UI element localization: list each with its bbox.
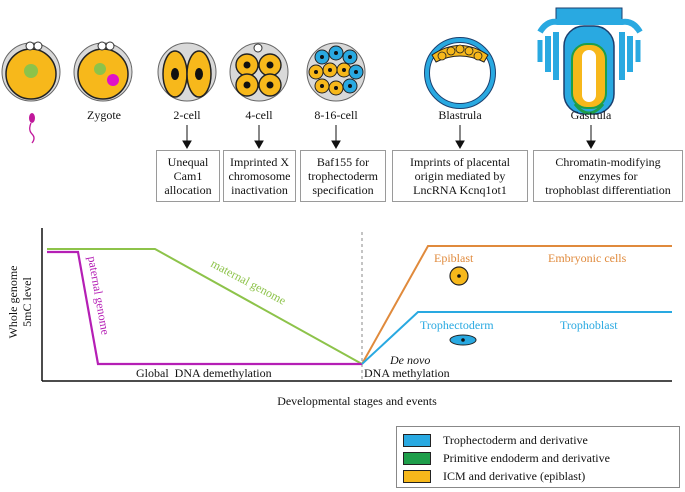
eight-sixteen-cell-illustration: [306, 42, 366, 102]
paternal-genome-label: paternal genome: [85, 255, 113, 336]
oocyte-illustration: [1, 41, 61, 102]
event-box-kcnq1ot1: Imprints of placental origin mediated by…: [392, 150, 528, 202]
four-cell-illustration: [229, 42, 289, 102]
embryonic-line: [361, 245, 672, 365]
stage-label-8-16-cell: 8-16-cell: [314, 108, 358, 122]
event-box-cam1: Unequal Cam1 allocation: [156, 150, 220, 202]
blastula-illustration: [424, 37, 496, 109]
legend-item-icm: ICM and derivative (epiblast): [403, 467, 673, 485]
embryo-illustrations: [1, 7, 643, 150]
stage-label-zygote: Zygote: [87, 108, 121, 122]
zygote-illustration: [73, 41, 133, 102]
stage-label-blastrula: Blastrula: [438, 108, 482, 122]
demethylation-label: Global DNA demethylation: [136, 366, 272, 380]
gastrula-illustration: [537, 7, 643, 115]
stage-arrows: [182, 125, 596, 150]
legend: Trophectoderm and derivative Primitive e…: [396, 426, 680, 488]
event-box-chromatin-enzymes: Chromatin-modifying enzymes for trophobl…: [533, 150, 683, 202]
two-cell-illustration: [157, 42, 217, 102]
dna-methylation-label: DNA methylation: [364, 366, 450, 380]
stage-label-gastrula: Gastrula: [570, 108, 612, 122]
stage-label-2-cell: 2-cell: [173, 108, 201, 122]
stage-label-4-cell: 4-cell: [245, 108, 273, 122]
legend-item-trophectoderm: Trophectoderm and derivative: [403, 431, 673, 449]
y-axis-label-line1: Whole genome: [6, 266, 20, 339]
trophoblast-label: Trophoblast: [560, 318, 618, 332]
maternal-genome-line: [47, 248, 363, 365]
event-box-baf155: Baf155 for trophectoderm specification: [300, 150, 386, 202]
trophoblast-line: [361, 311, 672, 365]
x-axis-label: Developmental stages and events: [277, 394, 437, 408]
legend-swatch-icm: [403, 469, 431, 483]
event-box-x-inactivation: Imprinted X chromosome inactivation: [223, 150, 296, 202]
methylation-graph: paternal genome maternal genome Whole ge…: [6, 228, 672, 408]
trophectoderm-label: Trophectoderm: [420, 318, 494, 332]
paternal-genome-line: [47, 250, 362, 366]
embryonic-cells-label: Embryonic cells: [548, 251, 627, 265]
sperm-illustration: [29, 113, 35, 144]
legend-swatch-trophectoderm: [403, 433, 431, 447]
epiblast-label: Epiblast: [434, 251, 474, 265]
legend-item-primitive-endoderm: Primitive endoderm and derivative: [403, 449, 673, 467]
y-axis-label-line2: 5mC level: [20, 277, 34, 327]
legend-swatch-primitive-endoderm: [403, 451, 431, 465]
de-novo-label: De novo: [389, 353, 430, 367]
